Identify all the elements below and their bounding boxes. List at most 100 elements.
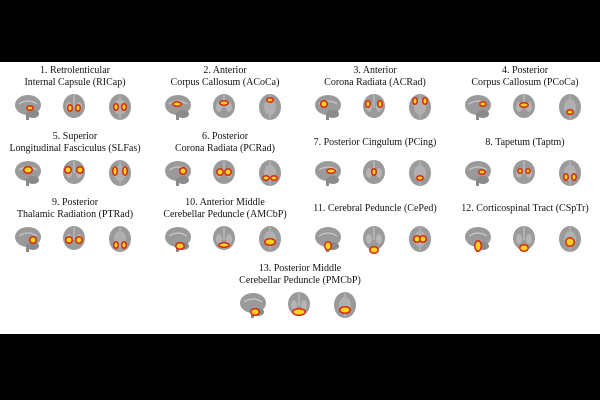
sagittal-view bbox=[313, 92, 343, 122]
panel-title: 11. Cerebral Peduncle (CePed) bbox=[300, 203, 450, 215]
panel-title-line1: 2. Anterior bbox=[203, 65, 247, 76]
sagittal-view bbox=[238, 290, 268, 320]
pmcbp-sagittal-slice bbox=[240, 293, 266, 318]
axial-view bbox=[105, 158, 135, 188]
amcbp-sagittal-slice bbox=[165, 227, 191, 252]
panel-title-line2: Corona Radiata (ACRad) bbox=[324, 77, 426, 88]
pmcbp-coronal-slice bbox=[288, 292, 310, 316]
sagittal-view bbox=[463, 224, 493, 254]
ricap-coronal-slice bbox=[63, 94, 85, 118]
coronal-view bbox=[359, 92, 389, 122]
coronal-view bbox=[509, 158, 539, 188]
coronal-view bbox=[509, 92, 539, 122]
panel-title-line2: Thalamic Radiation (PTRad) bbox=[16, 209, 134, 220]
panel-title-line1: 9. Posterior bbox=[51, 197, 99, 208]
panel-title-line2: Internal Capsule (RICap) bbox=[24, 77, 126, 88]
panel-title-line1: 6. Posterior bbox=[201, 131, 249, 142]
coronal-view bbox=[209, 158, 239, 188]
sagittal-view bbox=[13, 224, 43, 254]
coronal-view bbox=[209, 224, 239, 254]
coronal-view bbox=[59, 92, 89, 122]
pcrad-coronal-slice bbox=[213, 160, 235, 184]
pcoca-sagittal-slice bbox=[465, 95, 491, 120]
sagittal-view bbox=[13, 158, 43, 188]
coronal-view bbox=[284, 290, 314, 320]
pcoca-coronal-slice bbox=[513, 94, 535, 118]
ptrad-sagittal-slice bbox=[15, 227, 41, 252]
brain-slices bbox=[450, 222, 600, 258]
brain-slices bbox=[150, 90, 300, 126]
brain-slices bbox=[300, 156, 450, 192]
amcbp-coronal-slice bbox=[213, 226, 235, 250]
panel-title-line2: Corpus Callosum (PCoCa) bbox=[471, 77, 579, 88]
axial-view bbox=[105, 224, 135, 254]
csptr-axial-slice bbox=[559, 226, 581, 252]
panel-pcing: 7. Posterior Cingulum (PCing) bbox=[300, 128, 450, 194]
panel-title-line1: 11. Cerebral Peduncle (CePed) bbox=[313, 203, 437, 214]
axial-view bbox=[330, 290, 360, 320]
panel-title-line1: 13. Posterior Middle bbox=[258, 263, 342, 274]
taptm-axial-slice bbox=[559, 160, 581, 186]
panel-title-line1: 7. Posterior Cingulum (PCing) bbox=[313, 137, 437, 148]
sagittal-view bbox=[463, 158, 493, 188]
sagittal-view bbox=[463, 92, 493, 122]
taptm-sagittal-slice bbox=[465, 161, 491, 186]
brain-slices bbox=[225, 288, 375, 324]
panel-title-line1: 8. Tapetum (Taptm) bbox=[485, 137, 565, 148]
panel-ceped: 11. Cerebral Peduncle (CePed) bbox=[300, 194, 450, 260]
sagittal-view bbox=[163, 92, 193, 122]
brain-slices bbox=[0, 222, 150, 258]
axial-view bbox=[255, 92, 285, 122]
pcrad-axial-slice bbox=[259, 160, 281, 186]
coronal-view bbox=[509, 224, 539, 254]
coronal-view bbox=[59, 224, 89, 254]
panel-title-line1: 1. Retrolenticular bbox=[40, 65, 110, 76]
ptrad-axial-slice bbox=[109, 226, 131, 252]
acrad-sagittal-slice bbox=[315, 95, 341, 120]
brain-slices bbox=[300, 90, 450, 126]
acrad-coronal-slice bbox=[363, 94, 385, 118]
coronal-view bbox=[359, 224, 389, 254]
axial-view bbox=[555, 92, 585, 122]
axial-view bbox=[405, 158, 435, 188]
pmcbp-axial-slice bbox=[334, 292, 356, 318]
panel-title-line1: 5. Superior bbox=[52, 131, 98, 142]
axial-view bbox=[555, 158, 585, 188]
brain-slices bbox=[450, 156, 600, 192]
ricap-sagittal-slice bbox=[15, 95, 41, 120]
acrad-axial-slice bbox=[409, 94, 431, 120]
pcing-sagittal-slice bbox=[315, 161, 341, 186]
sagittal-view bbox=[163, 224, 193, 254]
coronal-view bbox=[59, 158, 89, 188]
panel-title: 7. Posterior Cingulum (PCing) bbox=[300, 137, 450, 149]
sagittal-view bbox=[13, 92, 43, 122]
brain-slices bbox=[0, 90, 150, 126]
ptrad-coronal-slice bbox=[63, 226, 85, 250]
slfas-coronal-slice bbox=[63, 160, 85, 184]
pcing-axial-slice bbox=[409, 160, 431, 186]
sagittal-view bbox=[313, 158, 343, 188]
axial-view bbox=[405, 224, 435, 254]
csptr-sagittal-slice bbox=[465, 227, 491, 252]
coronal-view bbox=[359, 158, 389, 188]
acoca-coronal-slice bbox=[213, 94, 235, 118]
panel-taptm: 8. Tapetum (Taptm) bbox=[450, 128, 600, 194]
panel-title-line2: Longitudinal Fasciculus (SLFas) bbox=[9, 143, 141, 154]
panel-title-line2: Corona Radiata (PCRad) bbox=[175, 143, 275, 154]
acoca-sagittal-slice bbox=[165, 95, 191, 120]
brain-slices bbox=[450, 90, 600, 126]
